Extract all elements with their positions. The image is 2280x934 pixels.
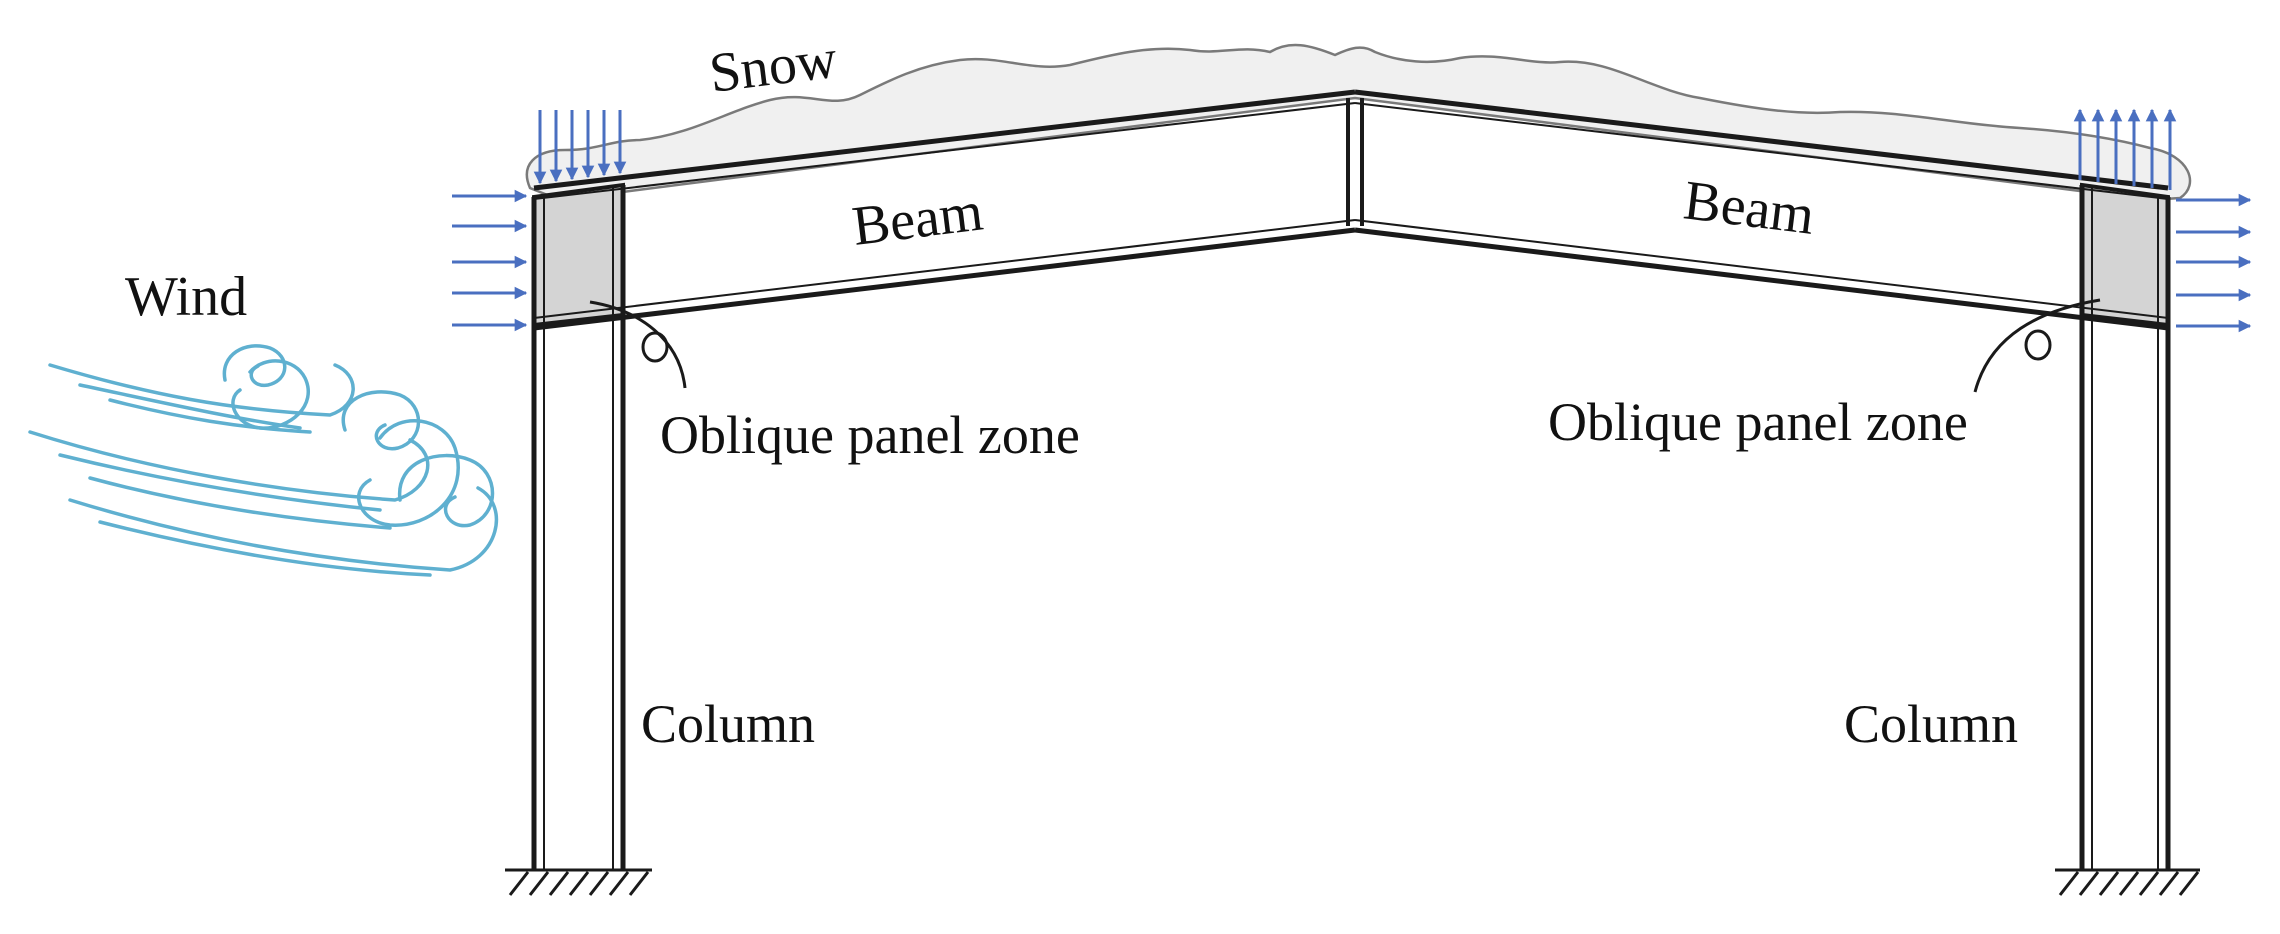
beam-label-right: Beam [1680, 169, 1817, 246]
column-label-left: Column [641, 694, 815, 754]
panel-zone-leader-left [589, 300, 687, 389]
wind-uplift-arrows [2073, 108, 2177, 190]
oblique-panel-zone-label-right: Oblique panel zone [1548, 392, 1968, 452]
snow-label: Snow [706, 28, 841, 105]
fixed-support-hatch-icon [2055, 868, 2200, 896]
panel-zone-leader-right [1973, 298, 2101, 393]
snow-layer [525, 43, 2192, 202]
beam-label-left: Beam [849, 180, 986, 257]
wind-label: Wind [125, 266, 247, 328]
fixed-support-hatch-icon [505, 868, 652, 896]
panel-zone-right [2080, 182, 2170, 328]
wind-suction-arrows [2176, 193, 2252, 333]
snow-load-arrows [533, 110, 627, 185]
steel-frame [531, 89, 2171, 870]
wind-pressure-arrows [452, 189, 528, 332]
oblique-panel-zone-label-left: Oblique panel zone [660, 405, 1080, 465]
panel-zone-left [532, 182, 625, 328]
wind-swirl-icon [28, 344, 499, 577]
column-label-right: Column [1844, 694, 2018, 754]
